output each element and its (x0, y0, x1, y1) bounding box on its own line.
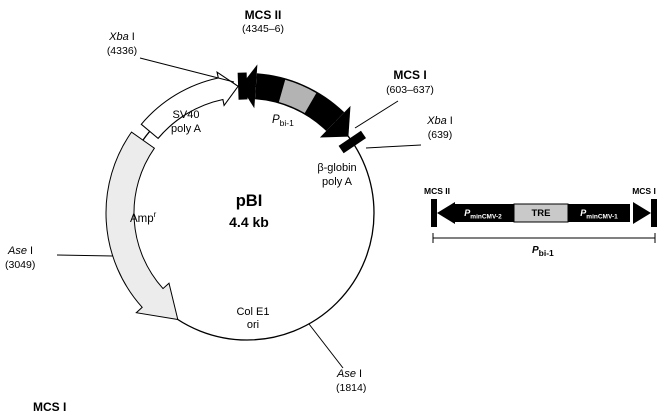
pmincmv1-p: P (580, 208, 587, 218)
pmincmv2-p: P (464, 208, 471, 218)
bglobin-label-line2: poly A (322, 176, 353, 188)
mcs1-leader-line (354, 100, 399, 129)
ase-bottom-gene: Ase (336, 368, 356, 380)
ase-bottom-site: I (359, 368, 362, 380)
linear-pbi1-label: Pbi-1 (532, 245, 554, 258)
sv40-polya-arrow (140, 70, 239, 140)
ase-left-site: I (30, 245, 33, 257)
cole1-label-line1: Col E1 (236, 306, 269, 318)
mcs1-label: MCS I (393, 68, 426, 82)
xba-right-position: (639) (428, 129, 453, 141)
linear-pbi1-p: P (532, 245, 539, 256)
footer-mcs1-heading: MCS I (33, 400, 66, 413)
sv40-label-line2: poly A (171, 123, 202, 135)
mcs2-label: MCS II (245, 8, 282, 22)
pbi1-left-arrowhead-icon (240, 64, 258, 109)
amp-base: Amp (130, 213, 154, 225)
cole1-label-line2: ori (247, 319, 259, 331)
ase-left-gene: Ase (7, 245, 27, 257)
xba-top-gene: Xba (108, 31, 129, 43)
mcs1-position: (603–637) (386, 84, 434, 96)
ase-bottom-leader-line (308, 323, 344, 369)
amp-resistance-arrow (105, 131, 179, 321)
xba-top-position: (4336) (107, 45, 137, 57)
linear-mcs2-label: MCS II (424, 186, 450, 196)
plasmid-name: pBI (236, 192, 263, 210)
sv40-label-line1: SV40 (173, 109, 200, 121)
amp-label: Ampr (130, 210, 157, 225)
pmincmv1-label: PminCMV-1 (580, 208, 618, 221)
plasmid-size: 4.4 kb (229, 214, 269, 230)
pbi1-p: P (272, 114, 280, 126)
xba-top-site: I (132, 31, 135, 43)
pbi1-right-arrowhead-icon (319, 105, 351, 138)
ase-left-leader-line (56, 254, 114, 257)
pbi1-gray-segment (278, 79, 317, 113)
linear-pbi1-subscript: bi-1 (539, 248, 554, 258)
pmincmv1-subscript: minCMV-1 (586, 214, 618, 221)
pmincmv2-label: PminCMV-2 (464, 208, 502, 221)
pmincmv2-segment (452, 204, 514, 222)
bglobin-label-line1: β-globin (317, 162, 356, 174)
pmincmv2-subscript: minCMV-2 (470, 214, 502, 221)
xba-right-site: I (450, 115, 453, 127)
pmincmv1-segment (568, 204, 630, 222)
linear-mcs2-bar (431, 199, 437, 227)
amp-superscript: r (154, 210, 157, 219)
linear-mcs1-bar (651, 199, 657, 227)
mcs2-site-box (237, 72, 248, 100)
xba-right-leader-line (365, 144, 422, 149)
pbi1-subscript: bi-1 (280, 118, 294, 128)
ase-bottom-position: (1814) (336, 382, 366, 394)
xba-top-leader-line (139, 57, 235, 83)
pbi1-label: Pbi-1 (272, 114, 294, 128)
linear-mcs1-label: MCS I (632, 186, 656, 196)
linear-left-arrowhead-icon (437, 202, 455, 224)
xba-right-gene: Xba (426, 115, 447, 127)
mcs1-site-box (338, 130, 367, 154)
linear-right-arrowhead-icon (633, 202, 651, 224)
mcs2-position: (4345–6) (242, 23, 284, 35)
tre-label: TRE (532, 208, 551, 219)
ase-left-position: (3049) (5, 259, 35, 271)
